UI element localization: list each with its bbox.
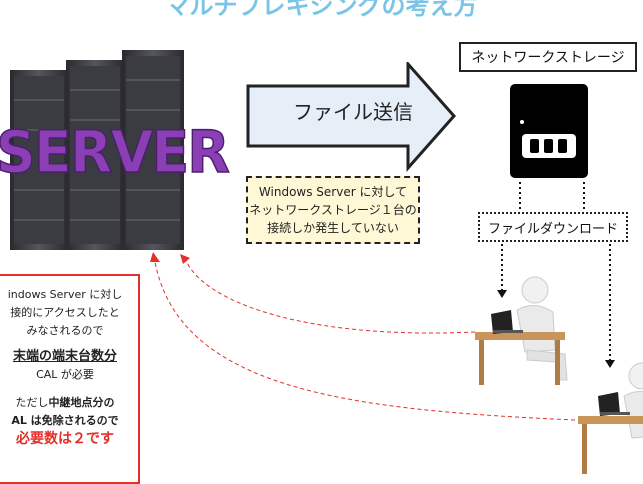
person-at-pc-icon-1 xyxy=(475,276,568,385)
red-line-2: 接的にアクセスしたと xyxy=(10,306,120,319)
person-at-pc-icon-2 xyxy=(578,362,643,474)
server-tower-middle xyxy=(66,60,124,250)
note-line-2: ネットワークストレージ１台の xyxy=(249,203,417,217)
red-line-4-pre: ただし xyxy=(15,396,49,409)
diagram-title: マルチプレキシングの考え方 xyxy=(165,0,478,20)
file-send-arrow xyxy=(246,62,457,172)
connection-note: Windows Server に対して ネットワークストレージ１台の 接続しか発… xyxy=(246,176,420,244)
note-line-3: 接続しか発生していない xyxy=(267,221,399,235)
red-line-1: indows Server に対し xyxy=(7,288,123,301)
network-storage-label: ネットワークストレージ xyxy=(459,42,637,72)
red-cal-line: CAL が必要 xyxy=(36,368,94,381)
server-logo-text: SERVER xyxy=(0,118,229,186)
pc2-to-server-dashed-line xyxy=(154,261,576,421)
cal-requirement-note: indows Server に対し 接的にアクセスしたと みなされるので 末端の… xyxy=(0,274,140,484)
red-line-6: 必要数は２です xyxy=(16,431,114,447)
server-tower-right xyxy=(122,50,184,250)
red-line-3: みなされるので xyxy=(26,324,104,337)
server-rack-illustration: SERVER xyxy=(0,50,230,250)
note-line-1: Windows Server に対して xyxy=(258,185,408,199)
red-line-4-bold: 中継地点分の xyxy=(48,396,115,409)
red-line-4: ただし中継地点分の xyxy=(0,394,138,412)
connector-lines xyxy=(150,182,615,421)
file-download-label: ファイルダウンロード xyxy=(478,212,628,242)
pc1-to-server-dashed-line xyxy=(184,257,476,334)
file-send-label: ファイル送信 xyxy=(293,100,413,124)
red-emph-line: 末端の端末台数分 xyxy=(12,349,117,364)
storage-device-icon xyxy=(510,84,588,178)
red-line-5: AL は免除されるので xyxy=(11,414,119,427)
